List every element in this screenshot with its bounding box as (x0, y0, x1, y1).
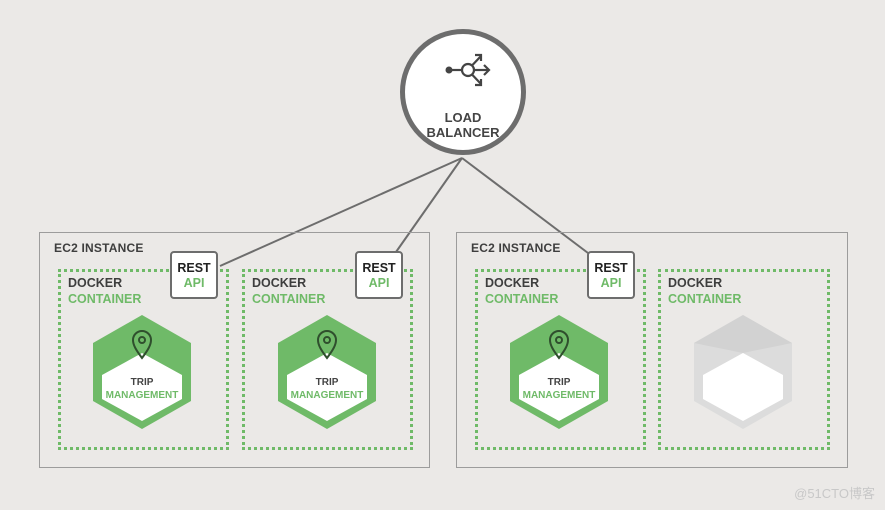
rest-label: REST (177, 261, 211, 275)
ec2-instance-1: EC2 INSTANCE (39, 232, 430, 468)
hexagon-cube-icon (93, 315, 191, 429)
api-label: API (600, 276, 622, 290)
rest-api-box-2: REST API (355, 251, 403, 299)
load-balancer-line2: BALANCER (426, 125, 500, 140)
empty-container-cube (691, 313, 795, 431)
router-arrows-icon (445, 53, 491, 87)
docker-label: DOCKER (68, 276, 123, 290)
docker-container-1: DOCKER CONTAINER (58, 269, 229, 450)
load-balancer-line1: LOAD (444, 110, 482, 125)
service-type: MANAGEMENT (290, 390, 364, 401)
docker-label: DOCKER (668, 276, 723, 290)
watermark: @51CTO博客 (794, 486, 875, 501)
docker-container-3: DOCKER CONTAINER (475, 269, 646, 450)
container-label: CONTAINER (668, 292, 742, 306)
trip-management-service-2: TRIP MANAGEMENT (275, 313, 379, 431)
api-label: API (368, 276, 390, 290)
docker-label: DOCKER (485, 276, 540, 290)
hexagon-cube-icon (278, 315, 376, 429)
hexagon-cube-icon (510, 315, 608, 429)
api-label: API (183, 276, 205, 290)
service-name: TRIP (547, 377, 571, 388)
link-lb-rest-3 (461, 157, 589, 254)
container-label: CONTAINER (68, 292, 142, 306)
trip-management-service-3: TRIP MANAGEMENT (507, 313, 611, 431)
load-balancer: LOAD BALANCER (400, 29, 526, 155)
ec2-instance-2: EC2 INSTANCE (456, 232, 848, 468)
docker-container-2: DOCKER CONTAINER (242, 269, 413, 450)
rest-api-box-1: REST API (170, 251, 218, 299)
link-lb-rest-1 (219, 157, 463, 267)
service-type: MANAGEMENT (105, 390, 179, 401)
rest-label: REST (594, 261, 628, 275)
trip-management-service-1: TRIP MANAGEMENT (90, 313, 194, 431)
empty-cube-icon (694, 315, 792, 429)
service-type: MANAGEMENT (522, 390, 596, 401)
ec2-instance-label: EC2 INSTANCE (471, 241, 561, 255)
map-pin-icon (548, 330, 570, 360)
load-balancer-label: LOAD BALANCER (405, 110, 521, 140)
ec2-instance-label: EC2 INSTANCE (54, 241, 144, 255)
rest-api-box-3: REST API (587, 251, 635, 299)
container-label: CONTAINER (252, 292, 326, 306)
docker-container-4: DOCKER CONTAINER (658, 269, 830, 450)
rest-label: REST (362, 261, 396, 275)
map-pin-icon (316, 330, 338, 360)
docker-label: DOCKER (252, 276, 307, 290)
map-pin-icon (131, 330, 153, 360)
container-label: CONTAINER (485, 292, 559, 306)
service-name: TRIP (130, 377, 154, 388)
link-lb-rest-2 (395, 157, 463, 253)
service-name: TRIP (315, 377, 339, 388)
